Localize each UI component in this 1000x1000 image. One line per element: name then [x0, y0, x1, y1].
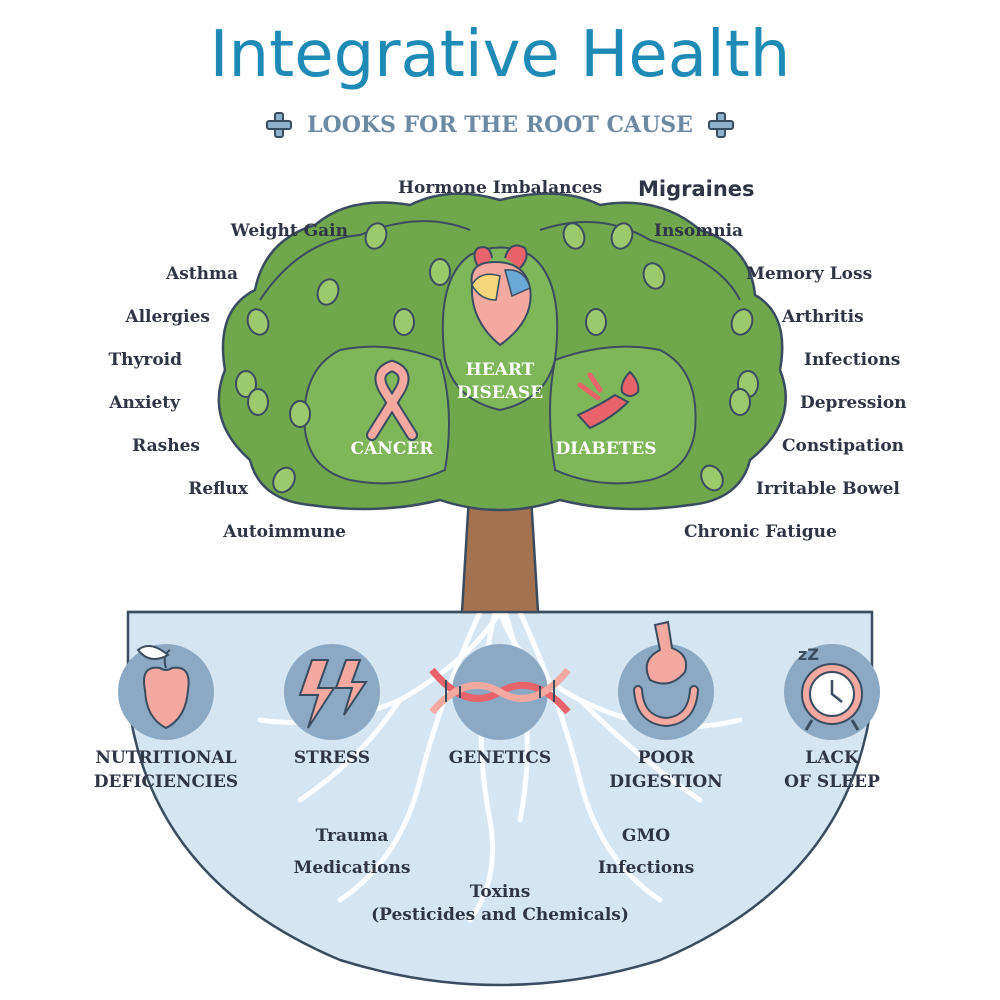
lightning-icon-circle	[284, 644, 380, 740]
symptom-infections: Infections	[804, 350, 900, 370]
symptom-weight-gain: Weight Gain	[231, 221, 348, 241]
symptom-rashes: Rashes	[132, 436, 200, 456]
medical-cross-icon	[266, 112, 292, 138]
symptom-hormone-imbalances: Hormone Imbalances	[398, 178, 602, 198]
cancer-label: CANCER	[332, 439, 452, 459]
symptom-anxiety: Anxiety	[109, 393, 180, 413]
heart-disease-label-line1: HEART	[440, 360, 560, 380]
symptom-constipation: Constipation	[782, 436, 904, 456]
symptom-allergies: Allergies	[125, 307, 210, 327]
page-title: Integrative Health	[0, 18, 1000, 92]
diabetes-bubble	[550, 347, 696, 484]
cause-gmo: GMO	[566, 826, 726, 846]
symptom-memory-loss: Memory Loss	[746, 264, 872, 284]
sleep-zzz-icon: zZ	[798, 645, 819, 664]
root-cause-line1: LACK	[732, 746, 932, 770]
apple-icon-circle	[118, 644, 214, 740]
cause-trauma: Trauma	[272, 826, 432, 846]
cause-infections: Infections	[566, 858, 726, 878]
medical-cross-icon	[708, 112, 734, 138]
subtitle: LOOKS FOR THE ROOT CAUSE	[307, 112, 693, 138]
symptom-arthritis: Arthritis	[782, 307, 864, 327]
symptom-migraines: Migraines	[638, 177, 755, 201]
alarm-clock-icon-circle: zZ	[784, 644, 880, 740]
symptom-thyroid: Thyroid	[108, 350, 182, 370]
cause-toxins: Toxins	[350, 882, 650, 902]
subtitle-row: LOOKS FOR THE ROOT CAUSE	[0, 112, 1000, 148]
symptom-chronic-fatigue: Chronic Fatigue	[684, 522, 837, 542]
diabetes-label: DIABETES	[546, 439, 666, 459]
root-cause-label: LACK OF SLEEP	[732, 746, 932, 794]
symptom-irritable-bowel: Irritable Bowel	[756, 479, 900, 499]
symptom-depression: Depression	[800, 393, 907, 413]
cause-toxins-detail: (Pesticides and Chemicals)	[350, 905, 650, 925]
cause-medications: Medications	[272, 858, 432, 878]
root-cause-line2: OF SLEEP	[732, 770, 932, 794]
cancer-bubble	[304, 347, 449, 484]
symptom-reflux: Reflux	[188, 479, 248, 499]
heart-disease-label-line2: DISEASE	[440, 383, 560, 403]
symptom-autoimmune: Autoimmune	[223, 522, 346, 542]
root-cause-line2: DEFICIENCIES	[66, 770, 266, 794]
symptom-asthma: Asthma	[166, 264, 238, 284]
symptom-insomnia: Insomnia	[654, 221, 743, 241]
